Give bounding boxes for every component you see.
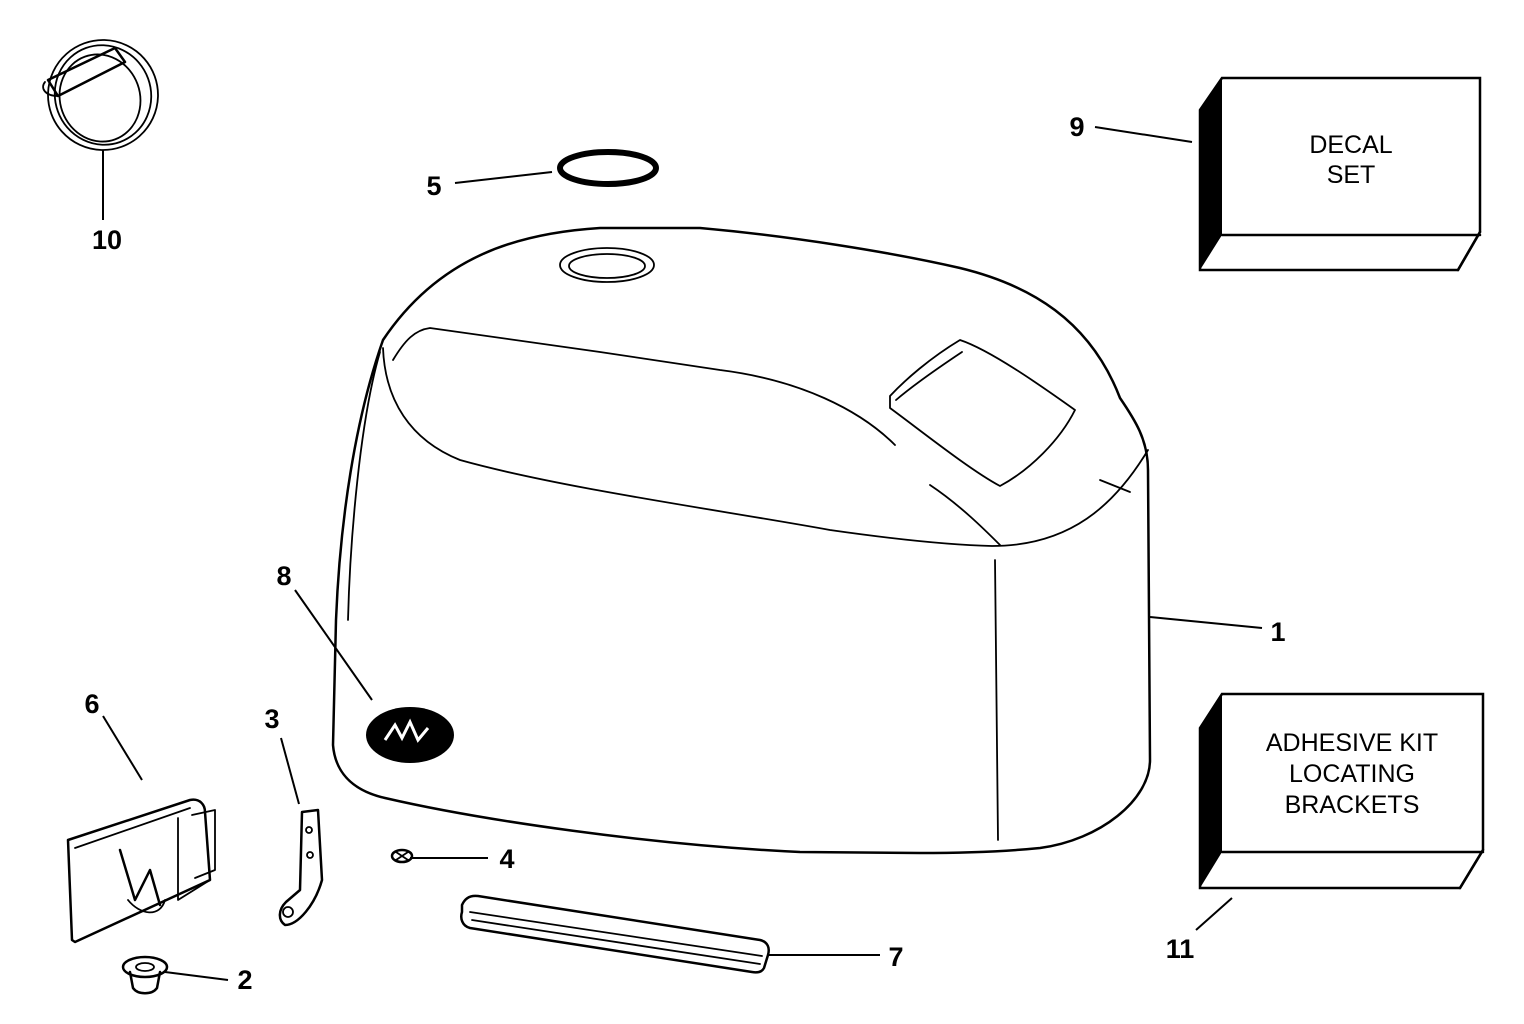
callout-11: 11 (1166, 934, 1195, 964)
grommet-part (121, 955, 169, 995)
leader-11 (1195, 897, 1233, 931)
callout-3: 3 (264, 704, 279, 734)
callout-1: 1 (1270, 617, 1285, 647)
callout-9: 9 (1069, 112, 1084, 142)
adhesive-line-1: ADHESIVE KIT (1266, 729, 1438, 757)
callout-10: 10 (92, 225, 122, 255)
decal-set-box: DECAL SET (1198, 76, 1482, 272)
callout-8: 8 (276, 561, 291, 591)
engine-cover (331, 226, 1152, 855)
o-ring-part (557, 149, 659, 187)
callout-6: 6 (84, 689, 99, 719)
screw-part (390, 848, 414, 864)
logo-emblem-icon (366, 707, 454, 763)
callout-7: 7 (888, 942, 903, 972)
adhesive-kit-box: ADHESIVE KIT LOCATING BRACKETS (1198, 692, 1485, 890)
leader-3 (280, 737, 300, 805)
leader-6 (102, 715, 143, 781)
leader-8 (294, 589, 373, 701)
adhesive-line-3: BRACKETS (1285, 791, 1420, 819)
leader-1 (1149, 616, 1263, 629)
leader-2 (164, 971, 229, 981)
decal-line-1: DECAL (1309, 131, 1392, 159)
leader-lines (102, 126, 1263, 981)
callout-5: 5 (426, 171, 441, 201)
callout-2: 2 (237, 965, 252, 995)
adhesive-line-2: LOCATING (1289, 760, 1415, 788)
bracket-plate-part (66, 798, 216, 944)
latch-part (278, 808, 324, 927)
leader-9 (1094, 126, 1193, 143)
callout-labels: 1 2 3 4 5 6 7 8 9 10 11 (84, 112, 1285, 995)
decal-line-2: SET (1327, 161, 1376, 189)
cable-coil-part (42, 39, 159, 151)
callout-4: 4 (499, 844, 514, 874)
leader-5 (454, 171, 553, 184)
seal-strip-part (460, 894, 770, 974)
